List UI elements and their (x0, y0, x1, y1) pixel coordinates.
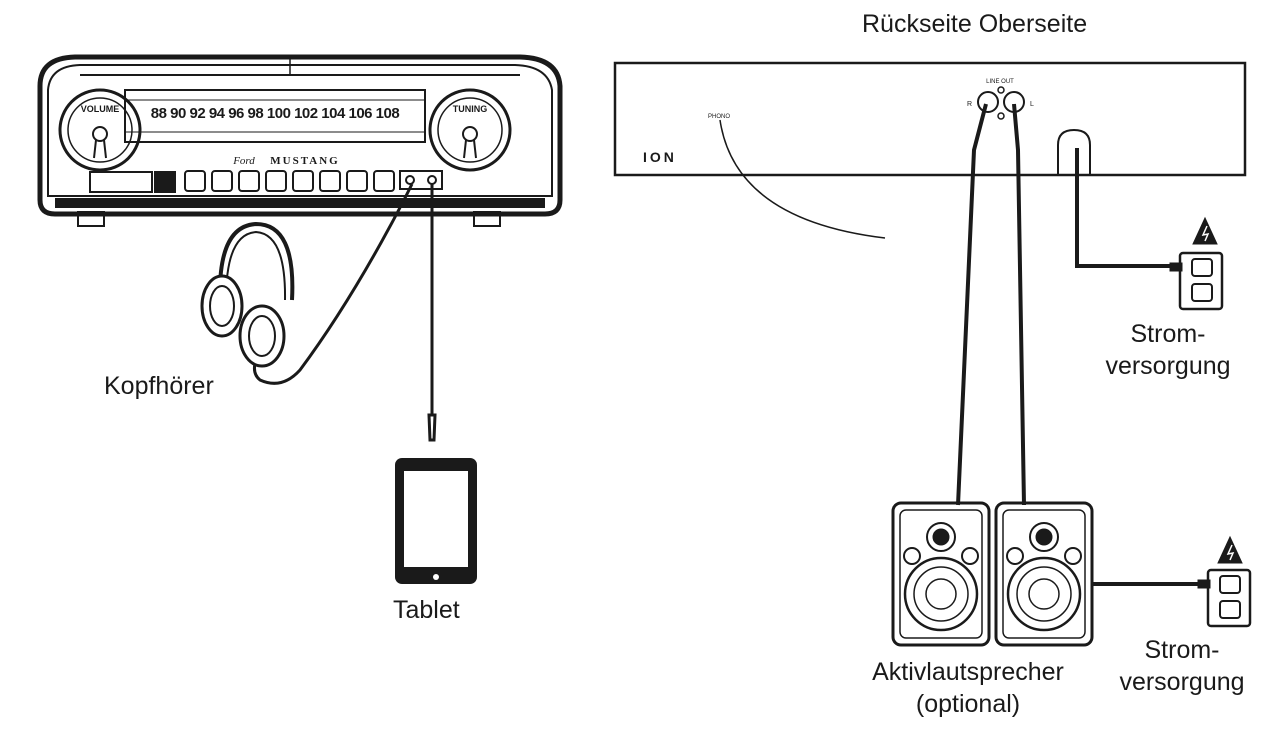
speakers-line2: (optional) (915, 690, 1021, 718)
preset-buttons (89, 170, 443, 193)
volume-knob: VOLUME (58, 88, 142, 172)
radio-unit (37, 54, 563, 227)
speakers-line1: Aktivlautsprecher (872, 658, 1064, 686)
headphone-cable (253, 183, 414, 385)
turntable-power-cable (1075, 148, 1172, 268)
tuning-knob: TUNING (428, 88, 512, 172)
rca-cable-right (956, 103, 988, 506)
power-outlet-top (1169, 216, 1224, 311)
tuning-label: TUNING (453, 104, 488, 114)
phono-label: PHONO (708, 114, 730, 120)
ion-logo: ION (643, 149, 677, 165)
speakers-label: Aktivlautsprecher (optional) (832, 656, 1104, 720)
tablet-icon (395, 458, 477, 584)
power-top-line2: versorgung (1105, 352, 1231, 380)
active-speakers (891, 501, 1094, 647)
tablet-cable (427, 184, 437, 442)
dial-numbers: 88 90 92 94 96 98 100 102 104 106 108 (151, 105, 400, 122)
tablet-label: Tablet (393, 596, 460, 624)
power-top-line1: Strom- (1130, 320, 1206, 348)
mustang-label: MUSTANG (270, 155, 339, 167)
rear-top-label: Rückseite Oberseite (862, 10, 1088, 38)
volume-label: VOLUME (81, 104, 120, 114)
headphones-label: Kopfhörer (104, 372, 214, 400)
power-outlet-bottom (1197, 535, 1252, 628)
l-label: L (1030, 101, 1034, 108)
r-label: R (967, 101, 972, 108)
power-bottom-label: Strom- versorgung (1104, 634, 1260, 698)
ford-script: Ford (232, 155, 255, 167)
radio-nameplate: Ford MUSTANG (232, 155, 339, 167)
phono-cable (719, 119, 886, 239)
rca-cable-left (1012, 103, 1026, 506)
power-top-label: Strom- versorgung (1088, 318, 1248, 382)
headphones-icon (200, 221, 295, 368)
power-bottom-line1: Strom- (1144, 636, 1220, 664)
power-bottom-line2: versorgung (1119, 668, 1245, 696)
turntable-rear: ION PHONO LINE OUT R L (613, 61, 1247, 177)
line-out-label: LINE OUT (986, 79, 1014, 85)
